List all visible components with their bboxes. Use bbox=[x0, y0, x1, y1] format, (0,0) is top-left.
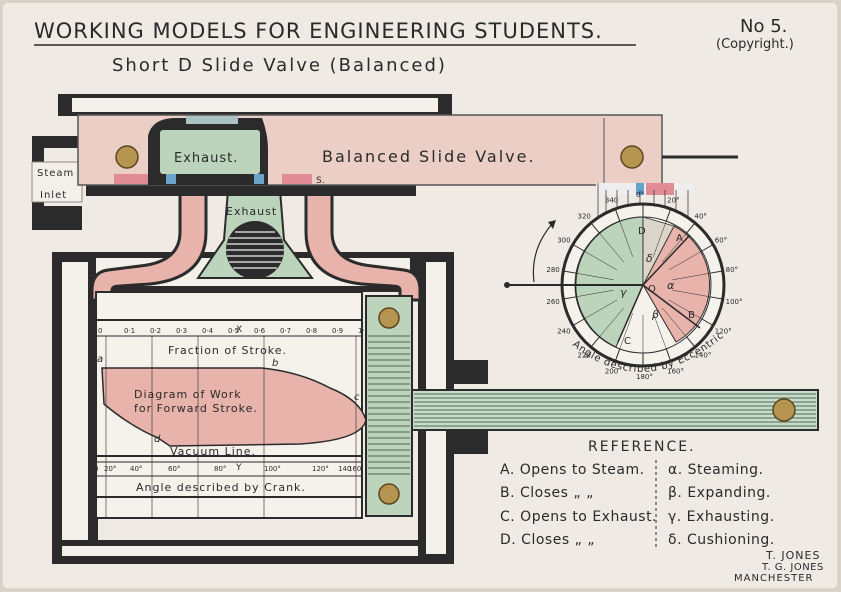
steam-label: Steam bbox=[37, 168, 74, 179]
maker-line-3: MANCHESTER bbox=[734, 573, 814, 584]
angle-tick-label: 140 bbox=[338, 465, 351, 473]
valve-rivet-left bbox=[115, 145, 139, 169]
dial-degree-label: 140° bbox=[694, 352, 711, 360]
slide-valve-label: Balanced Slide Valve. bbox=[322, 147, 536, 166]
angle-tick-label: 20° bbox=[104, 465, 116, 473]
ref-right-0: α. Steaming. bbox=[668, 462, 763, 478]
ref-right-2: γ. Exhausting. bbox=[668, 509, 775, 525]
fraction-ticks: 0 0·1 0·2 0·3 0·4 0·5 0·6 0·7 0·8 0·9 1·0 bbox=[98, 327, 369, 335]
angle-tick-label: 120° bbox=[312, 465, 329, 473]
model-number: No 5. bbox=[740, 16, 787, 37]
dial-degree-label: 100° bbox=[726, 298, 743, 306]
ref-right-3: δ. Cushioning. bbox=[668, 532, 775, 548]
card-title: WORKING MODELS FOR ENGINEERING STUDENTS. bbox=[34, 19, 603, 43]
dial-centre-o: O bbox=[648, 284, 656, 295]
work-diagram-line1: Diagram of Work bbox=[134, 388, 242, 401]
angle-tick-label: 80° bbox=[214, 465, 226, 473]
maker-line-1: T. JONES bbox=[765, 549, 820, 562]
dial-beta: β bbox=[651, 308, 659, 321]
ref-left-3: D. Closes „ „ bbox=[500, 532, 595, 548]
x-mark: X bbox=[236, 325, 242, 335]
ref-right-1: β. Expanding. bbox=[668, 485, 771, 501]
reference-heading: REFERENCE. bbox=[588, 439, 696, 455]
dial-degree-label: 180° bbox=[636, 373, 653, 381]
fraction-tick-label: 0·9 bbox=[332, 327, 343, 335]
fraction-tick-label: 0 bbox=[98, 327, 102, 335]
dial-degree-label: 240 bbox=[557, 328, 570, 336]
dial-degree-label: 260 bbox=[546, 298, 559, 306]
piston-rivet-top bbox=[378, 307, 400, 329]
dial-degree-label: 20° bbox=[667, 196, 679, 204]
dial-letter-d: D bbox=[638, 226, 646, 237]
y-mark: Y bbox=[235, 463, 242, 473]
dial-degree-label: 160° bbox=[667, 368, 684, 376]
dial-letter-c: C bbox=[624, 336, 631, 347]
exhaust-valve-label: Exhaust. bbox=[174, 151, 238, 166]
fraction-tick-label: 0·7 bbox=[280, 327, 291, 335]
maker-line-2: T. G. JONES bbox=[761, 562, 824, 573]
s-mark: S. bbox=[316, 176, 325, 186]
fraction-tick-label: 0·6 bbox=[254, 327, 266, 335]
dial-degree-label: 300 bbox=[557, 237, 570, 245]
stroke-diagram: 0 0·1 0·2 0·3 0·4 0·5 0·6 0·7 0·8 0·9 1·0 X Fracti… bbox=[94, 291, 369, 519]
angle-tick-label: 160 bbox=[348, 465, 361, 473]
crank-angle-label: Angle described by Crank. bbox=[136, 481, 306, 494]
reference-panel: REFERENCE. A. Opens to Steam. B. Closes … bbox=[500, 439, 775, 548]
e-mark: E bbox=[240, 176, 246, 186]
dial-alpha: α bbox=[667, 279, 675, 292]
dial-degree-label: 40° bbox=[694, 212, 706, 220]
piston-rod bbox=[411, 389, 819, 431]
piston bbox=[365, 295, 413, 517]
dial-letter-b: B bbox=[688, 310, 695, 321]
point-c: c bbox=[354, 392, 360, 403]
ref-left-2: C. Opens to Exhaust. bbox=[500, 509, 657, 525]
eccentric-dial: 0° 20° 40° 60° 80° 100° 120° 140° 160° 180° 200 220… bbox=[504, 183, 742, 381]
dial-degree-label: 340 bbox=[605, 196, 618, 204]
valve-rivet-right bbox=[620, 145, 644, 169]
fraction-tick-label: 1·0 bbox=[358, 327, 369, 335]
angle-tick-label: 0 bbox=[94, 465, 98, 473]
ref-left-0: A. Opens to Steam. bbox=[500, 462, 645, 478]
fraction-tick-label: 0·2 bbox=[150, 327, 161, 335]
dial-degree-label: 220 bbox=[578, 352, 591, 360]
dial-degree-label: 200 bbox=[605, 368, 618, 376]
exhaust-port-label: Exhaust bbox=[226, 205, 277, 218]
fraction-label: Fraction of Stroke. bbox=[168, 344, 287, 357]
card-subtitle: Short D Slide Valve (Balanced) bbox=[112, 55, 447, 76]
dial-degree-label: 320 bbox=[578, 212, 591, 220]
inlet-label: Inlet bbox=[40, 190, 67, 201]
dial-degree-label: 120° bbox=[715, 328, 732, 336]
piston-rivet-bottom bbox=[378, 483, 400, 505]
exhaust-chamber: Exhaust bbox=[196, 189, 314, 279]
angle-tick-label: 100° bbox=[264, 465, 281, 473]
dial-degree-label: 60° bbox=[715, 237, 727, 245]
copyright-note: (Copyright.) bbox=[716, 37, 794, 52]
dial-gamma: γ bbox=[620, 286, 627, 299]
fraction-tick-label: 0·3 bbox=[176, 327, 187, 335]
work-diagram-line2: for Forward Stroke. bbox=[134, 402, 258, 415]
fraction-tick-label: 0·4 bbox=[202, 327, 214, 335]
rotation-arrow bbox=[532, 223, 553, 283]
vacuum-line-label: Vacuum Line. bbox=[170, 445, 256, 458]
dial-degree-label: 80° bbox=[726, 266, 738, 274]
dial-delta: δ bbox=[646, 252, 653, 265]
dial-degree-label: 280 bbox=[546, 266, 559, 274]
fraction-tick-label: 0·5 bbox=[228, 327, 239, 335]
ref-left-1: B. Closes „ „ bbox=[500, 485, 594, 501]
point-a: a bbox=[97, 354, 103, 365]
point-b: b bbox=[272, 358, 278, 369]
dial-degree-label: 0° bbox=[636, 191, 644, 199]
point-d: d bbox=[154, 434, 161, 445]
balanced-slide-valve[interactable]: Exhaust. E S. Balanced Slide Valve. bbox=[77, 114, 738, 186]
rod-rivet bbox=[772, 398, 796, 422]
dial-letter-a: A bbox=[676, 233, 683, 244]
fraction-tick-label: 0·8 bbox=[306, 327, 317, 335]
fraction-tick-label: 0·1 bbox=[124, 327, 135, 335]
angle-tick-label: 60° bbox=[168, 465, 180, 473]
angle-tick-label: 40° bbox=[130, 465, 142, 473]
